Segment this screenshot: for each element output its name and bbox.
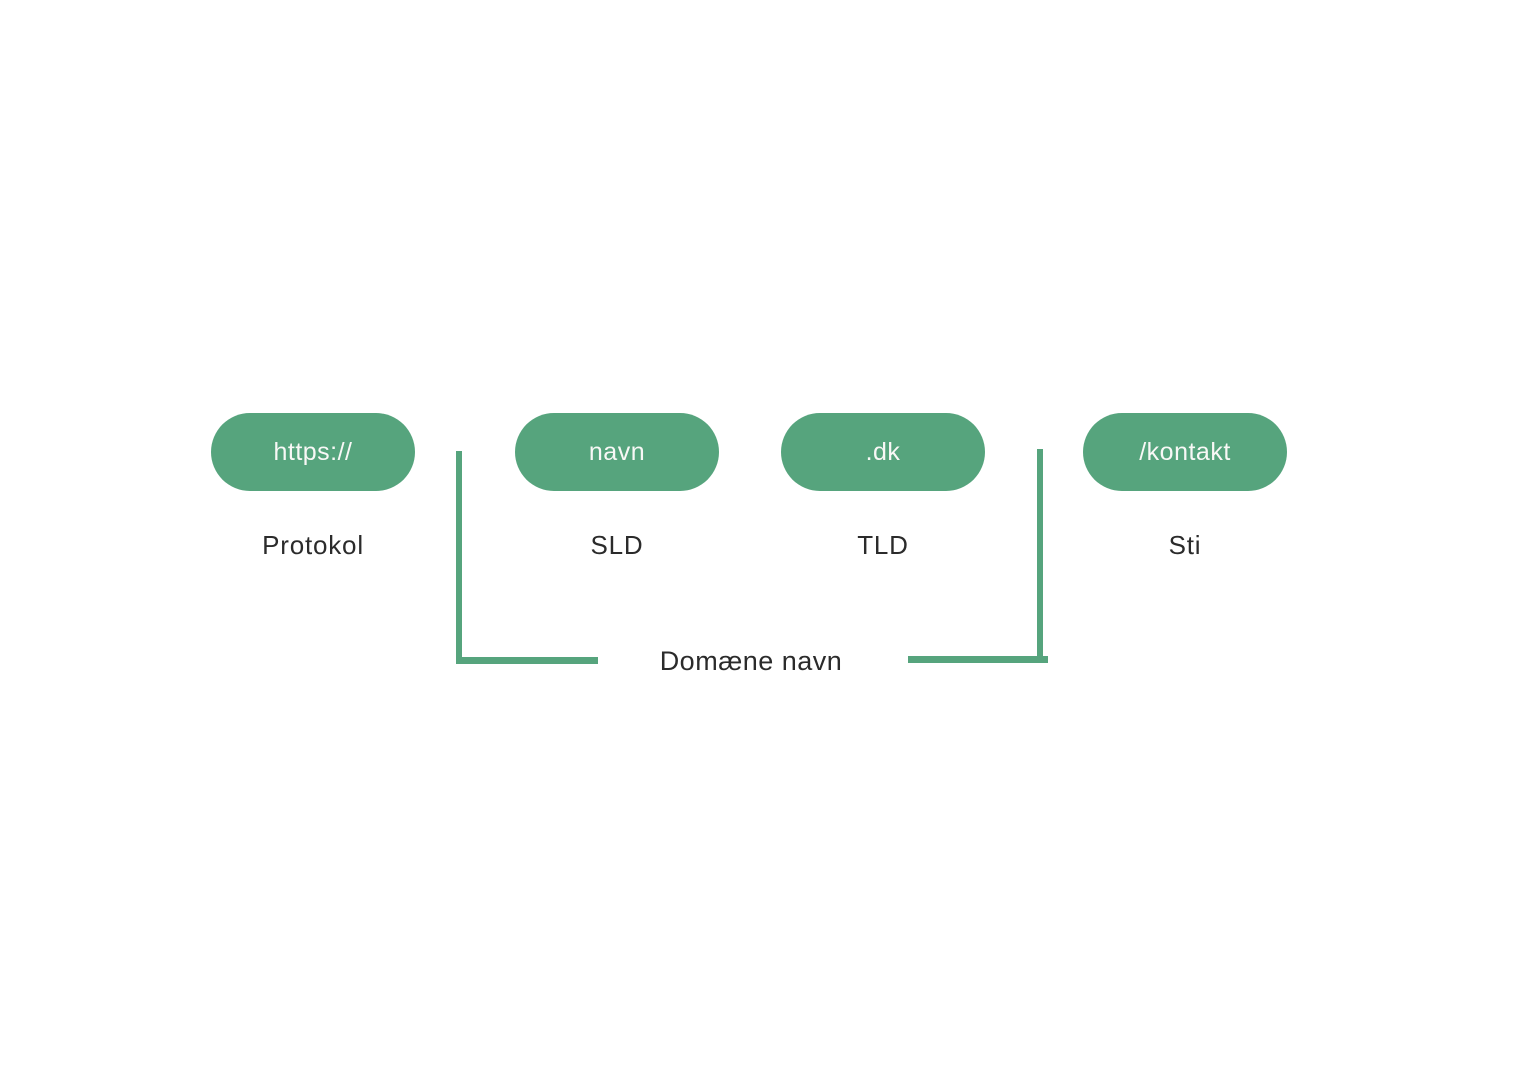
bracket-right-vertical-line xyxy=(1037,449,1043,663)
pill-protocol: https:// xyxy=(211,413,415,491)
pill-tld: .dk xyxy=(781,413,985,491)
label-sld: SLD xyxy=(590,530,644,560)
bracket-left-vertical-line xyxy=(456,451,462,663)
label-tld: TLD xyxy=(857,530,909,560)
pill-sld: navn xyxy=(515,413,719,491)
bracket-left-horizontal-line xyxy=(456,657,598,664)
label-path: Sti xyxy=(1168,530,1202,560)
pill-path: /kontakt xyxy=(1083,413,1287,491)
bracket-right-horizontal-line xyxy=(908,656,1048,663)
bracket-label: Domæne navn xyxy=(659,646,843,676)
label-protocol: Protokol xyxy=(262,530,364,560)
